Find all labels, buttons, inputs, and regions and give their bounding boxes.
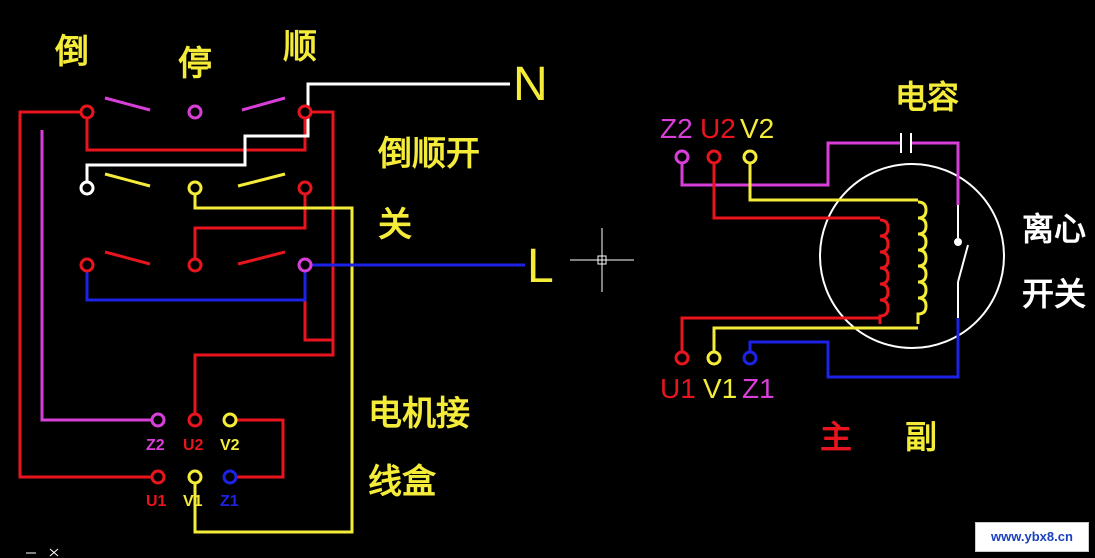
label-stop: 停 <box>178 44 212 84</box>
wire-motor-v1 <box>712 326 918 358</box>
switch-terminals <box>79 104 313 273</box>
neutral-label: N <box>513 58 548 111</box>
motor-terminal-v2 <box>742 149 758 165</box>
wire-motor-u1 <box>680 316 880 358</box>
switch-title-line1: 倒顺开 <box>377 134 480 174</box>
wire-yellow-v1 <box>193 188 354 534</box>
label-forward: 顺 <box>283 27 317 67</box>
jb-title-line1: 电机接 <box>368 394 470 434</box>
jb-label-v2: V2 <box>220 437 240 454</box>
jb-label-u2: U2 <box>183 437 204 454</box>
motor-terminal-z1 <box>742 350 758 366</box>
motor-label-v2: V2 <box>740 113 774 144</box>
wire-red-forward <box>303 110 335 342</box>
terminal-top-stop <box>187 104 203 120</box>
label-reverse: 倒 <box>54 32 89 72</box>
wire-white-neutral <box>85 82 510 188</box>
wire-red-jumper <box>230 418 285 479</box>
main-winding-coil <box>878 218 890 324</box>
motor-label-z2: Z2 <box>660 113 693 144</box>
terminal-bot-reverse <box>79 257 95 273</box>
switch-wiring <box>18 82 525 534</box>
aux-winding-coil <box>916 200 928 324</box>
crosshair-icon <box>570 228 634 292</box>
motor-labels: 电容 离心 开关 主 副 <box>820 78 1086 456</box>
contact-mid-left <box>104 172 151 188</box>
wire-blue-loop <box>85 267 307 302</box>
wire-motor-v2 <box>748 157 918 202</box>
jb-terminal-v1 <box>187 469 203 485</box>
motor-label-u2: U2 <box>700 113 736 144</box>
centrifugal-switch-icon <box>954 205 969 318</box>
terminal-bot-stop <box>187 257 203 273</box>
motor-terminal-v1 <box>706 350 722 366</box>
wire-cap-right <box>912 141 960 205</box>
junction-box-terminals <box>150 412 238 485</box>
jb-label-z1: Z1 <box>220 493 239 510</box>
jb-terminal-u1 <box>150 469 166 485</box>
jb-terminal-u2 <box>187 412 203 428</box>
centrifugal-switch-label-2: 开关 <box>1022 275 1086 313</box>
junction-box-title: 电机接 线盒 <box>368 394 470 502</box>
jb-terminal-z1 <box>222 469 238 485</box>
terminal-top-reverse <box>79 104 95 120</box>
jb-title-line2: 线盒 <box>368 462 437 502</box>
contact-top-right <box>241 96 286 112</box>
motor-terminal-labels: Z2 U2 V2 U1 V1 Z1 <box>660 113 775 404</box>
capacitor-icon <box>900 133 912 153</box>
switch-title-line2: 关 <box>378 205 412 245</box>
terminal-mid-stop <box>187 180 203 196</box>
contact-bot-right <box>237 250 286 266</box>
terminal-mid-reverse <box>79 180 95 196</box>
wire-motor-z1 <box>748 318 960 379</box>
switch-contacts <box>104 96 286 266</box>
motor-terminal-u2 <box>706 149 722 165</box>
aux-winding-label: 副 <box>905 418 937 456</box>
contact-top-left <box>104 96 151 112</box>
terminal-mid-forward <box>297 180 313 196</box>
switch-labels: 倒 停 顺 倒顺开 关 <box>54 27 480 245</box>
motor-label-v1: V1 <box>703 373 737 404</box>
centrifugal-switch-label-1: 离心 <box>1022 210 1086 248</box>
jb-label-u1: U1 <box>146 493 167 510</box>
contact-mid-right <box>237 172 286 188</box>
jb-label-z2: Z2 <box>146 437 165 454</box>
wire-motor-z2 <box>680 141 900 187</box>
capacitor-label: 电容 <box>895 78 959 116</box>
wire-magenta-z2 <box>40 130 158 422</box>
watermark: www.ybx8.cn <box>975 522 1089 552</box>
motor-terminals <box>674 149 758 366</box>
wire-red-inner-left <box>85 112 307 152</box>
wire-red-to-u2 <box>193 265 335 420</box>
junction-box-labels: Z2 U2 V2 U1 V1 Z1 <box>146 437 240 510</box>
wire-motor-u2 <box>712 157 880 220</box>
jb-terminal-v2 <box>222 412 238 428</box>
line-label: L <box>527 240 554 293</box>
wire-red-center <box>193 188 307 267</box>
jb-label-v1: V1 <box>183 493 203 510</box>
wire-red-outer <box>18 110 158 479</box>
jb-terminal-z2 <box>150 412 166 428</box>
contact-bot-left <box>104 250 151 266</box>
main-winding-label: 主 <box>820 418 852 456</box>
motor-terminal-u1 <box>674 350 690 366</box>
motor-wiring <box>680 141 960 379</box>
ucs-icon <box>26 548 59 557</box>
terminal-bot-forward <box>297 257 313 273</box>
motor-label-u1: U1 <box>660 373 696 404</box>
motor-terminal-z2 <box>674 149 690 165</box>
terminal-top-forward <box>297 104 313 120</box>
motor-label-z1: Z1 <box>742 373 775 404</box>
motor-housing <box>819 163 1005 349</box>
